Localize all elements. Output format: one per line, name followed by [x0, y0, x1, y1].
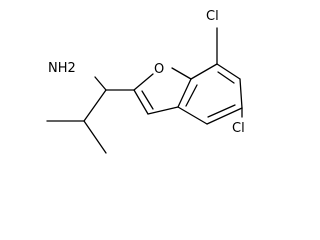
bond-c5-c4 — [206, 107, 243, 125]
bond-c7-c6 — [216, 63, 241, 80]
bond-c7a-c7 — [190, 63, 218, 80]
bond-cbeta-methyl-down — [83, 120, 107, 154]
bond-o1-c7a — [171, 67, 192, 80]
bond-c3-c3a — [147, 106, 179, 115]
bond-c3a-c7a — [177, 78, 192, 108]
structure-canvas: NH2 O Cl Cl — [46, 9, 245, 154]
bond-c5-c4-double — [207, 104, 236, 118]
bond-c4-c3a — [177, 106, 208, 125]
bond-calpha-cbeta — [83, 89, 107, 122]
bond-calpha-n — [94, 76, 107, 91]
molecule-structure: NH2 O Cl Cl — [46, 9, 245, 154]
amine-label: NH2 — [48, 61, 76, 76]
chlorine-top-label: Cl — [206, 9, 219, 24]
bond-c2-c3-double — [141, 90, 154, 110]
chlorine-bottom-label: Cl — [232, 121, 245, 136]
bond-c6-c5 — [239, 78, 243, 109]
ring-oxygen-label: O — [154, 62, 164, 77]
bond-c2-o1 — [133, 73, 154, 91]
bond-c7-c6-double — [217, 71, 235, 84]
bond-c2-c3 — [133, 89, 149, 115]
bond-c7a-c3a-inner — [185, 84, 198, 107]
